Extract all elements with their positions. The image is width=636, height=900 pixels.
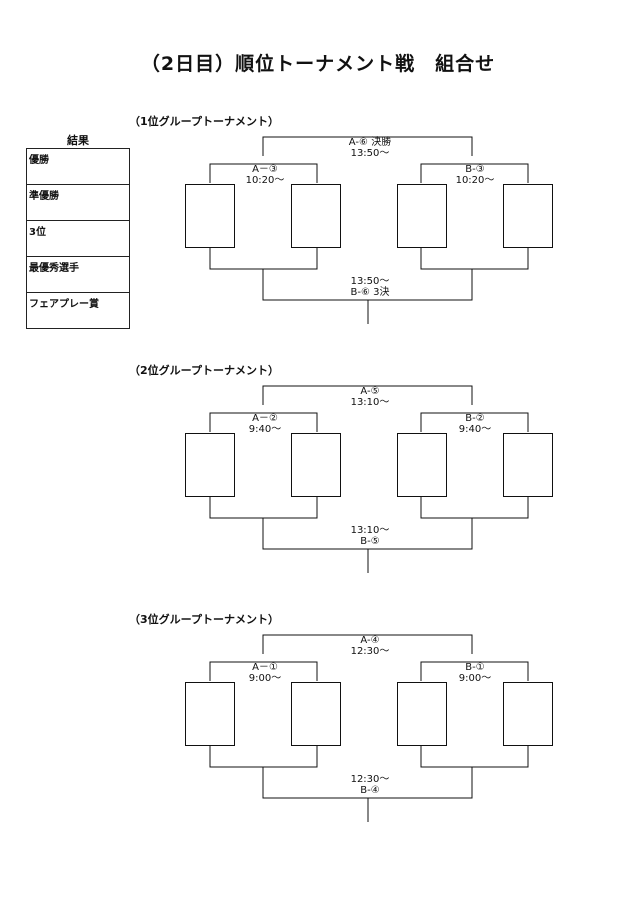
section-title: （1位グループトーナメント） <box>129 115 279 128</box>
final-time: 13:50〜 <box>350 148 390 159</box>
bracket-section-1: （1位グループトーナメント） A-⑥ 決勝 13:50〜 A－③ 10:20〜 … <box>0 115 636 334</box>
right-semi-time: 9:40〜 <box>458 424 492 435</box>
right-semi-label: B-② 9:40〜 <box>459 413 491 435</box>
final-match-prefix: A- <box>360 386 371 397</box>
final-time: 12:30〜 <box>350 646 390 657</box>
bracket-section-2: （2位グループトーナメント） A-⑤ 13:10〜 A－② 9:40〜 B-② … <box>0 364 636 583</box>
team-slot-4 <box>503 184 553 248</box>
left-semi-time: 10:20〜 <box>245 175 285 186</box>
results-row-runner-up: 準優勝 <box>26 184 130 221</box>
section-title: （3位グループトーナメント） <box>129 613 279 626</box>
third-time: 13:50〜 <box>350 276 390 287</box>
left-semi-match-prefix: A－ <box>252 164 269 175</box>
results-row-third: 3位 <box>26 220 130 257</box>
right-semi-match-num: ① <box>475 662 485 673</box>
right-semi-time: 10:20〜 <box>455 175 495 186</box>
third-place-label: 13:50〜 B-⑥ 3決 <box>351 276 390 298</box>
team-slot-4 <box>503 682 553 746</box>
third-suffix: 3決 <box>373 287 390 298</box>
results-row-winner: 優勝 <box>26 148 130 185</box>
third-match-num: ⑤ <box>370 536 380 547</box>
bracket-lines <box>209 634 529 822</box>
team-slot-1 <box>185 682 235 746</box>
final-match-label: A-⑤ 13:10〜 <box>351 386 390 408</box>
left-semi-time: 9:40〜 <box>248 424 282 435</box>
results-panel: 結果 優勝 準優勝 3位 最優秀選手 フェアプレー賞 <box>26 134 130 329</box>
team-slot-1 <box>185 433 235 497</box>
right-semi-label: B-① 9:00〜 <box>459 662 491 684</box>
third-time: 12:30〜 <box>350 774 390 785</box>
final-match-label: A-④ 12:30〜 <box>351 635 390 657</box>
right-semi-match-prefix: B- <box>465 413 476 424</box>
section-title: （2位グループトーナメント） <box>129 364 279 377</box>
final-match-label: A-⑥ 決勝 13:50〜 <box>349 137 391 159</box>
bracket-lines <box>209 385 529 573</box>
right-semi-match-num: ③ <box>475 164 485 175</box>
left-semi-match-num: ① <box>268 662 278 673</box>
team-slot-2 <box>291 682 341 746</box>
team-slot-2 <box>291 184 341 248</box>
left-semi-match-prefix: A－ <box>252 413 269 424</box>
third-match-num: ④ <box>370 785 380 796</box>
right-semi-time: 9:00〜 <box>458 673 492 684</box>
third-time: 13:10〜 <box>350 525 390 536</box>
left-semi-match-prefix: A－ <box>252 662 269 673</box>
team-slot-3 <box>397 184 447 248</box>
bracket-section-3: （3位グループトーナメント） A-④ 12:30〜 A－① 9:00〜 B-① … <box>0 613 636 832</box>
right-semi-match-prefix: B- <box>465 164 476 175</box>
final-time: 13:10〜 <box>350 397 390 408</box>
third-match-num: ⑥ <box>360 287 370 298</box>
third-place-label: 13:10〜 B-⑤ <box>351 525 390 547</box>
team-slot-1 <box>185 184 235 248</box>
final-match-num: ⑤ <box>370 386 380 397</box>
team-slot-2 <box>291 433 341 497</box>
third-match-prefix: B- <box>360 536 371 547</box>
right-semi-match-prefix: B- <box>465 662 476 673</box>
right-semi-label: B-③ 10:20〜 <box>456 164 495 186</box>
results-header: 結果 <box>67 134 89 147</box>
left-semi-label: A－① 9:00〜 <box>249 662 281 684</box>
team-slot-3 <box>397 682 447 746</box>
left-semi-match-num: ③ <box>268 164 278 175</box>
third-match-prefix: B- <box>350 287 361 298</box>
results-table: 優勝 準優勝 3位 最優秀選手 フェアプレー賞 <box>26 148 130 329</box>
page-title: （2日目）順位トーナメント戦 組合せ <box>140 53 496 75</box>
results-row-fair-play: フェアプレー賞 <box>26 292 130 329</box>
final-match-prefix: A- <box>348 137 360 148</box>
left-semi-label: A－② 9:40〜 <box>249 413 281 435</box>
team-slot-3 <box>397 433 447 497</box>
bracket-lines <box>209 136 529 324</box>
right-semi-match-num: ② <box>475 413 485 424</box>
team-slot-4 <box>503 433 553 497</box>
final-match-num: ④ <box>370 635 380 646</box>
final-match-num: ⑥ <box>359 137 369 148</box>
left-semi-match-num: ② <box>268 413 278 424</box>
final-match-prefix: A- <box>360 635 371 646</box>
left-semi-label: A－③ 10:20〜 <box>246 164 285 186</box>
left-semi-time: 9:00〜 <box>248 673 282 684</box>
final-suffix: 決勝 <box>371 137 392 148</box>
third-place-label: 12:30〜 B-④ <box>351 774 390 796</box>
third-match-prefix: B- <box>360 785 371 796</box>
